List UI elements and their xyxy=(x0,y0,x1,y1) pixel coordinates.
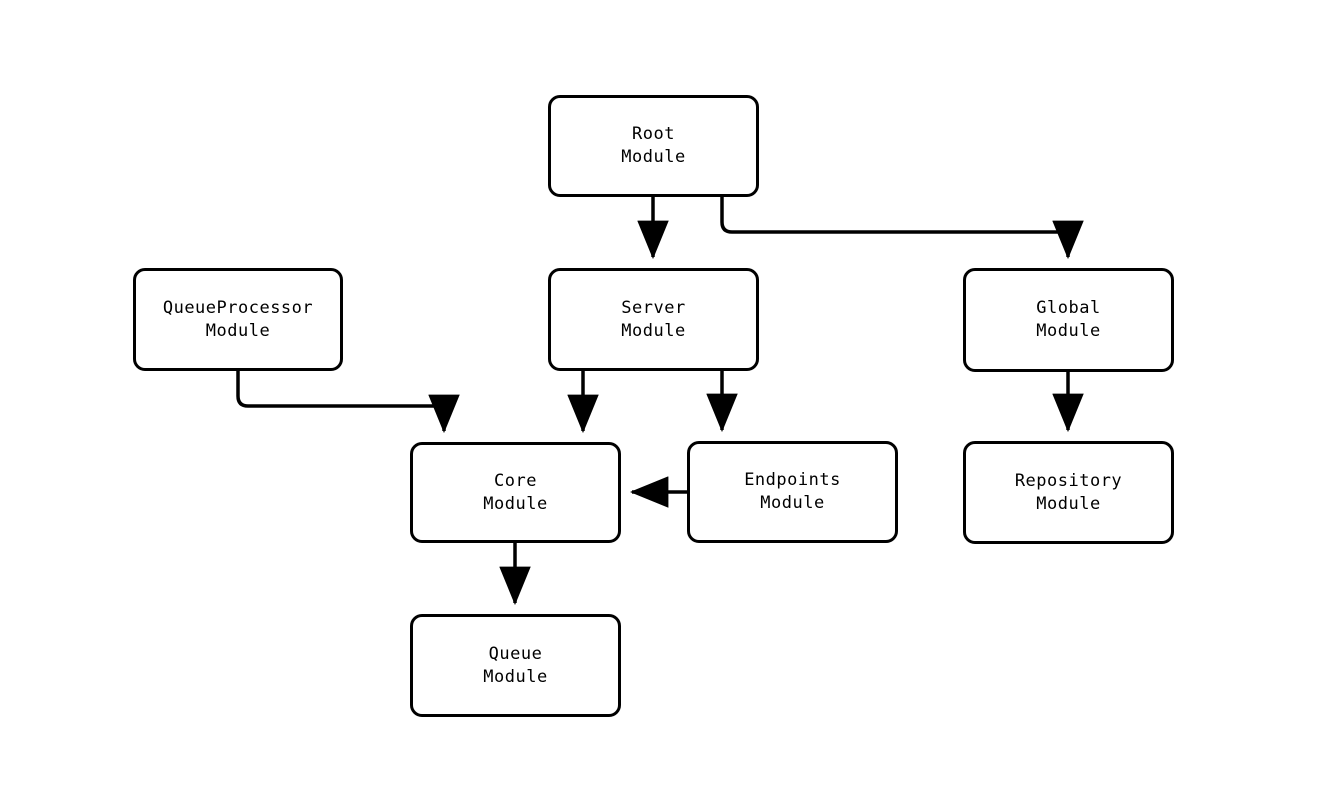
node-endpoints-module-line1: Endpoints xyxy=(744,470,841,490)
edge-root-to-global xyxy=(720,197,1084,260)
node-root-module-line1: Root xyxy=(632,124,675,144)
node-global-module-line1: Global xyxy=(1036,298,1101,318)
node-queueprocessor-module-line1: QueueProcessor xyxy=(162,297,314,318)
node-queue-module[interactable]: Queue Module xyxy=(410,614,621,717)
edge-queueprocessor-to-core xyxy=(236,371,460,434)
node-global-module[interactable]: Global Module xyxy=(963,268,1174,372)
node-root-module-line2: Module xyxy=(621,147,686,167)
node-queue-module-line2: Module xyxy=(483,666,548,687)
node-repository-module[interactable]: Repository Module xyxy=(963,441,1174,544)
node-core-module[interactable]: Core Module xyxy=(410,442,621,543)
node-server-module[interactable]: Server Module xyxy=(548,268,759,371)
node-server-module-line1: Server xyxy=(621,297,686,318)
node-repository-module-line2: Module xyxy=(1036,493,1101,514)
node-queue-module-line1: Queue xyxy=(488,643,543,664)
node-repository-module-line1: Repository xyxy=(1014,470,1123,491)
node-core-module-line1: Core xyxy=(494,470,537,491)
node-queueprocessor-module-line2: Module xyxy=(205,320,271,341)
node-queueprocessor-module[interactable]: QueueProcessor Module xyxy=(133,268,343,371)
node-server-module-line2: Module xyxy=(621,320,686,341)
node-endpoints-module-line2: Module xyxy=(760,493,825,513)
node-global-module-line2: Module xyxy=(1036,321,1101,341)
node-root-module[interactable]: Root Module xyxy=(548,95,759,197)
node-endpoints-module[interactable]: Endpoints Module xyxy=(687,441,898,543)
node-core-module-line2: Module xyxy=(483,493,548,514)
